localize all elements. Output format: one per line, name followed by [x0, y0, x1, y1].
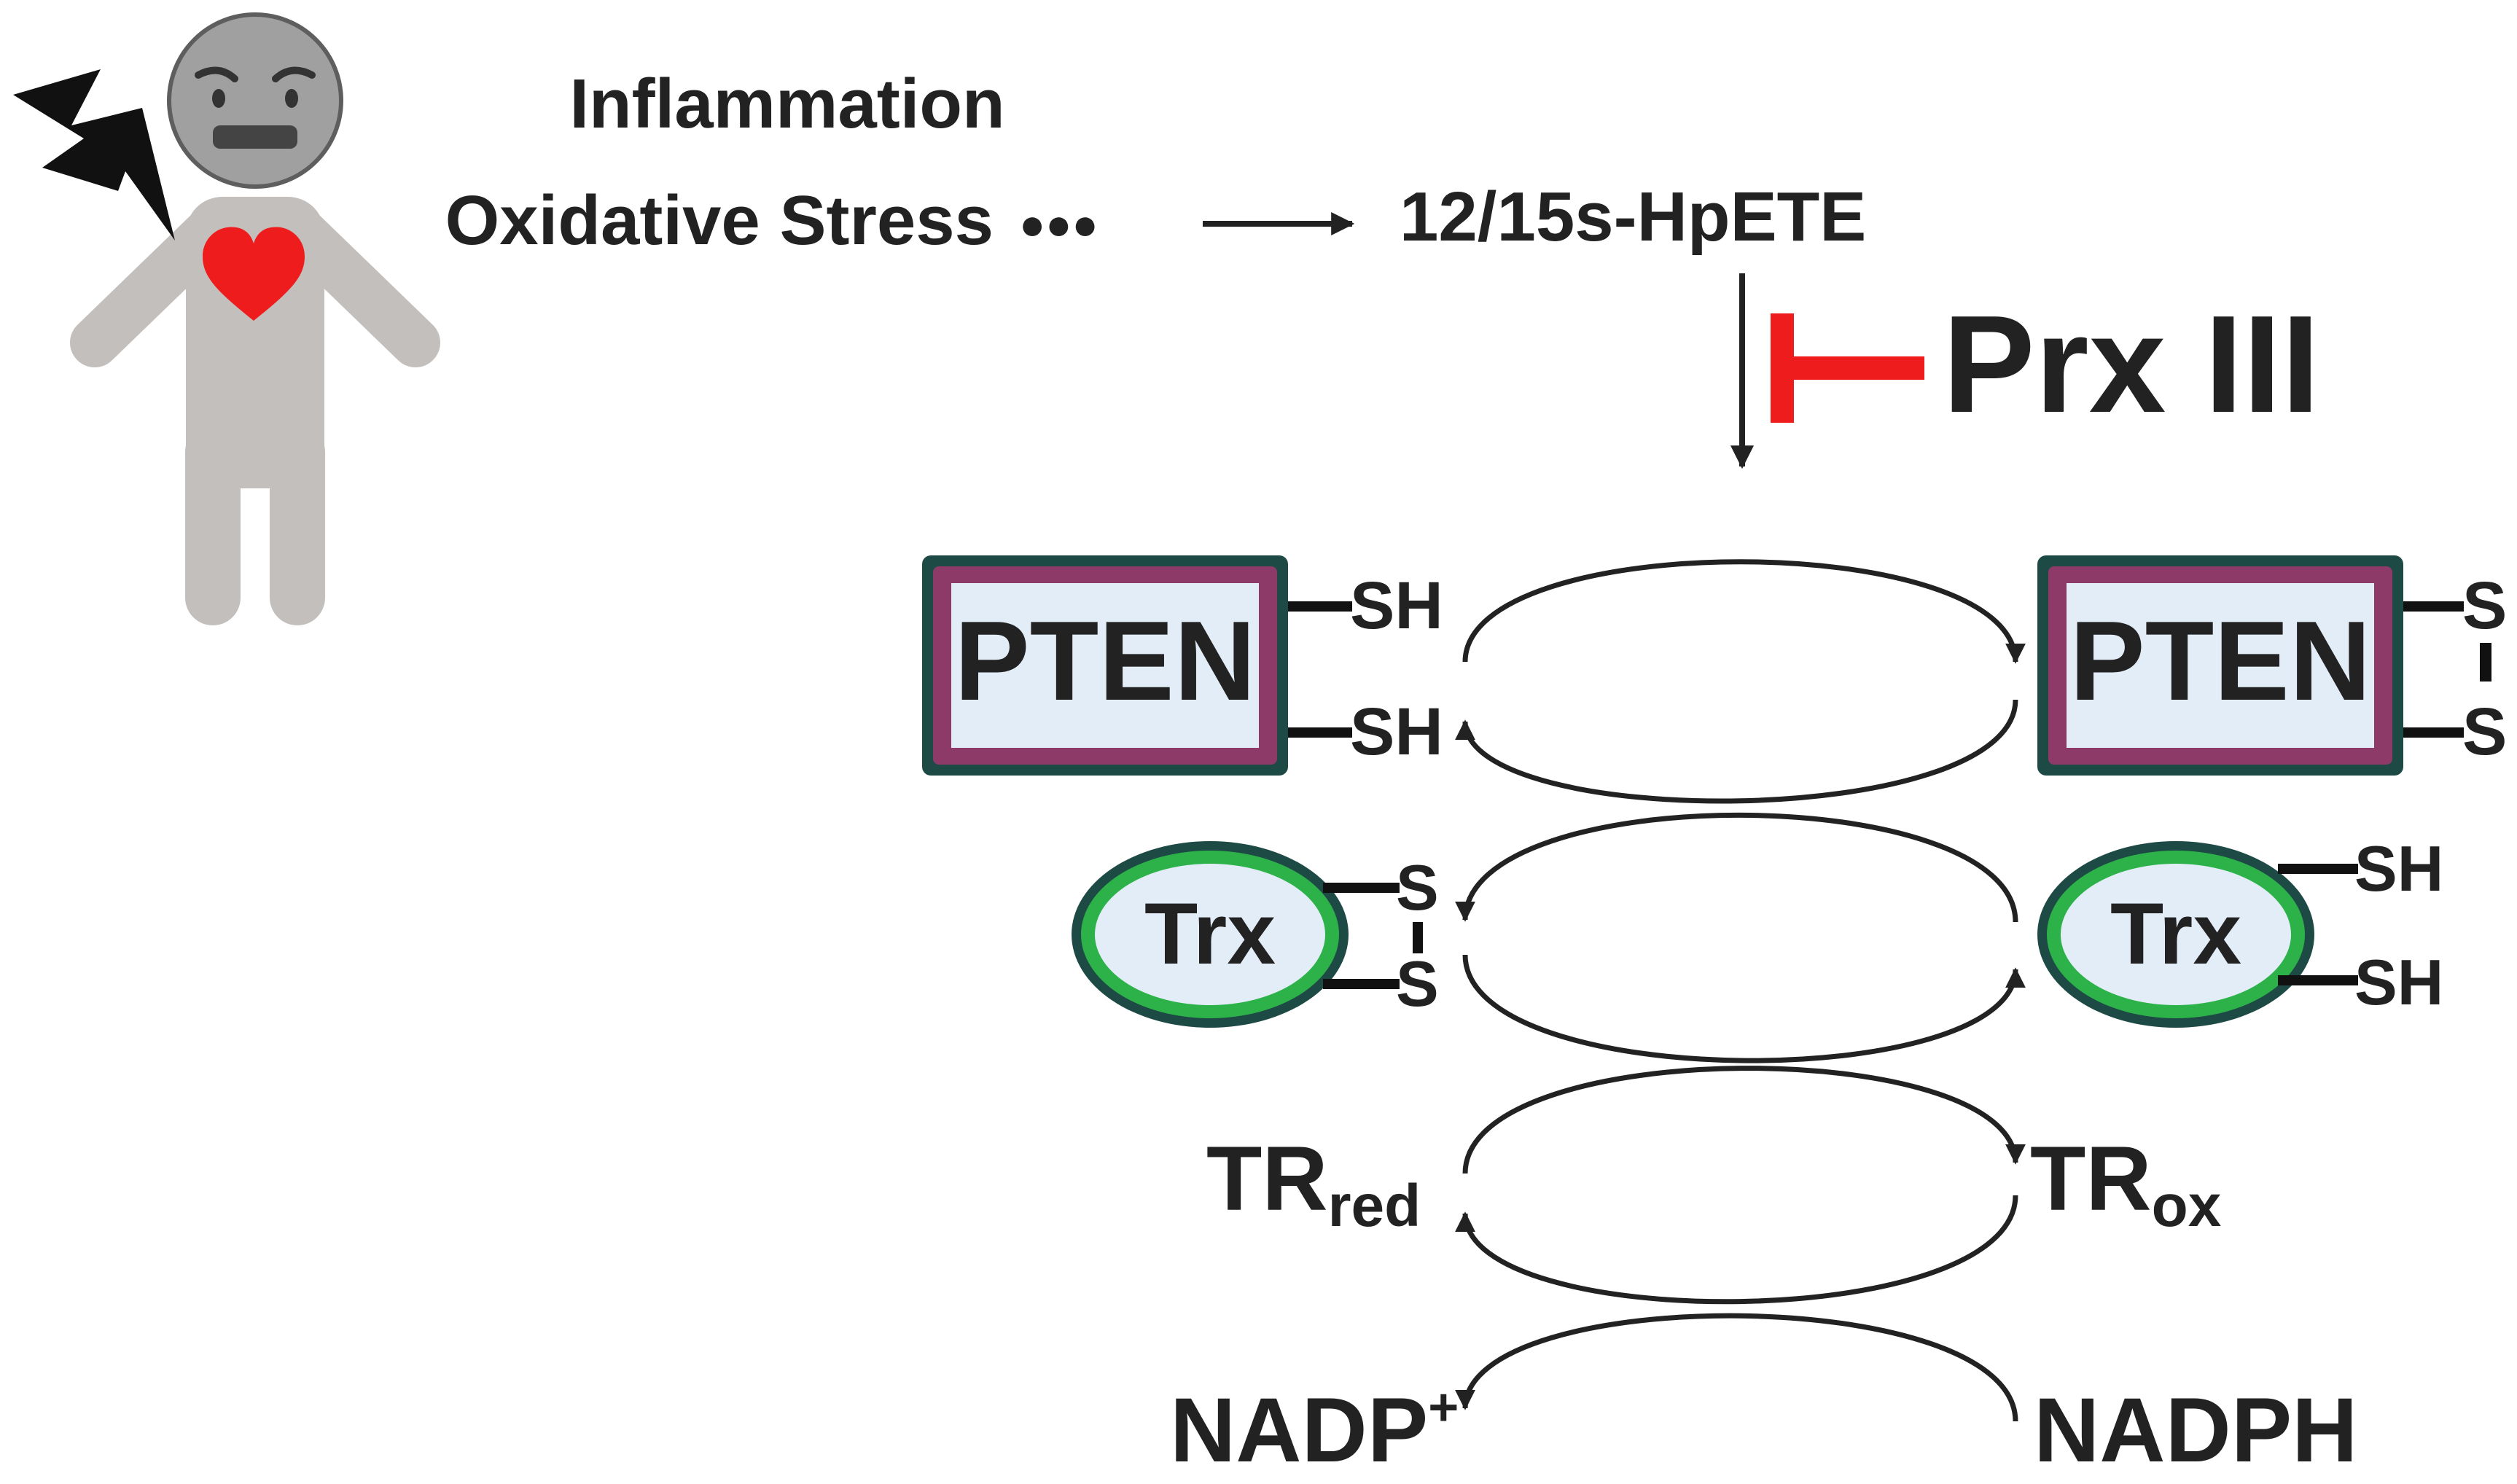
- nadph-label: NADPH: [2034, 1380, 2357, 1481]
- trx-oxidized-oval: Trx: [1072, 841, 1349, 1028]
- trx-reduced-oval: Trx: [2037, 841, 2314, 1028]
- inhibition-symbol: [1771, 313, 1924, 423]
- pten-thiol-top: SH: [1350, 569, 1443, 643]
- pten-disulfide-top: S: [2462, 569, 2507, 643]
- pten-oxidation-arc: [1462, 559, 2026, 664]
- pten-reduced-label: PTEN: [954, 598, 1255, 724]
- pten-oxidized-box: PTEN: [2037, 555, 2403, 776]
- ellipsis-dots: ●●●: [1019, 200, 1098, 249]
- pten-reduced-box: PTEN: [922, 555, 1288, 776]
- prx-iii-label: Prx III: [1943, 287, 2320, 442]
- oxidative-stress-label: Oxidative Stress: [445, 181, 994, 259]
- tr-reduced-subscript: red: [1328, 1173, 1421, 1239]
- trx-thiol-bottom: SH: [2354, 946, 2443, 1018]
- tr-reduced-base: TR: [1206, 1128, 1328, 1230]
- trx-reduction-arc: [1462, 954, 2026, 1063]
- pten-disulfide-bottom: S: [2462, 695, 2507, 769]
- lightning-bolt-icon: [13, 69, 175, 241]
- tr-reduced-label: TRred: [1206, 1128, 1421, 1239]
- tr-reduction-arc: [1455, 1195, 2018, 1305]
- tr-oxidized-subscript: ox: [2152, 1173, 2222, 1239]
- trx-thiol-top: SH: [2354, 832, 2443, 905]
- tr-oxidized-label: TRox: [2030, 1128, 2221, 1239]
- pten-reduction-arc: [1455, 699, 2018, 804]
- nadp-superscript: +: [1428, 1378, 1459, 1437]
- redox-cycle-arrows: [1455, 559, 2026, 1422]
- trx-disulfide-bottom: S: [1396, 948, 1439, 1020]
- trx-reduced-label: Trx: [2110, 885, 2241, 983]
- tr-oxidized-base: TR: [2030, 1128, 2152, 1230]
- nadp-label: NADP+: [1170, 1378, 1459, 1481]
- nadph-oxidation-arc: [1455, 1313, 2018, 1422]
- nadp-base: NADP: [1170, 1380, 1428, 1481]
- tr-oxidation-arc: [1462, 1066, 2026, 1174]
- trx-disulfide-top: S: [1396, 851, 1439, 923]
- trx-oxidized-label: Trx: [1144, 885, 1276, 983]
- pten-thiol-bottom: SH: [1350, 695, 1443, 769]
- trx-oxidation-arc: [1455, 812, 2018, 923]
- inflammation-label: Inflammation: [569, 65, 1004, 143]
- worried-face-icon: [167, 12, 343, 189]
- hpete-label: 12/15s-HpETE: [1400, 178, 1866, 256]
- patient-figure: [13, 12, 440, 625]
- heart-icon: [203, 227, 305, 321]
- pten-oxidized-label: PTEN: [2069, 598, 2370, 724]
